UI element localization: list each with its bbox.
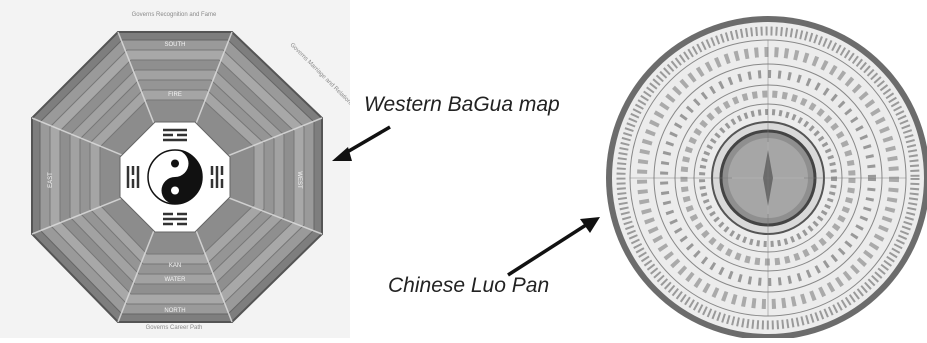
bagua-direction-north: NORTH: [164, 308, 185, 314]
yin-yang-icon: [148, 150, 202, 204]
bagua-outer-label-top: Governs Recognition and Fame: [132, 12, 217, 18]
luo-pan-graphic: [590, 0, 927, 338]
bagua-element-top: FIRE: [168, 92, 182, 98]
bagua-map-graphic: Governs Recognition and Fame Governs Mar…: [0, 0, 350, 338]
arrow-to-luo-pan-icon: [500, 205, 610, 285]
bagua-direction-east: EAST: [48, 172, 54, 188]
luo-pan-compass: [590, 0, 927, 338]
western-bagua-caption: Western BaGua map: [364, 93, 560, 117]
bagua-element-kan: KAN: [169, 263, 181, 269]
bagua-element-bottom: WATER: [165, 277, 187, 283]
bagua-direction-west: WEST: [296, 171, 302, 189]
bagua-outer-label-bottom: Governs Career Path: [146, 325, 203, 331]
arrow-to-bagua-icon: [320, 115, 400, 175]
bagua-direction-south: SOUTH: [165, 42, 186, 48]
bagua-map: Governs Recognition and Fame Governs Mar…: [0, 0, 350, 338]
